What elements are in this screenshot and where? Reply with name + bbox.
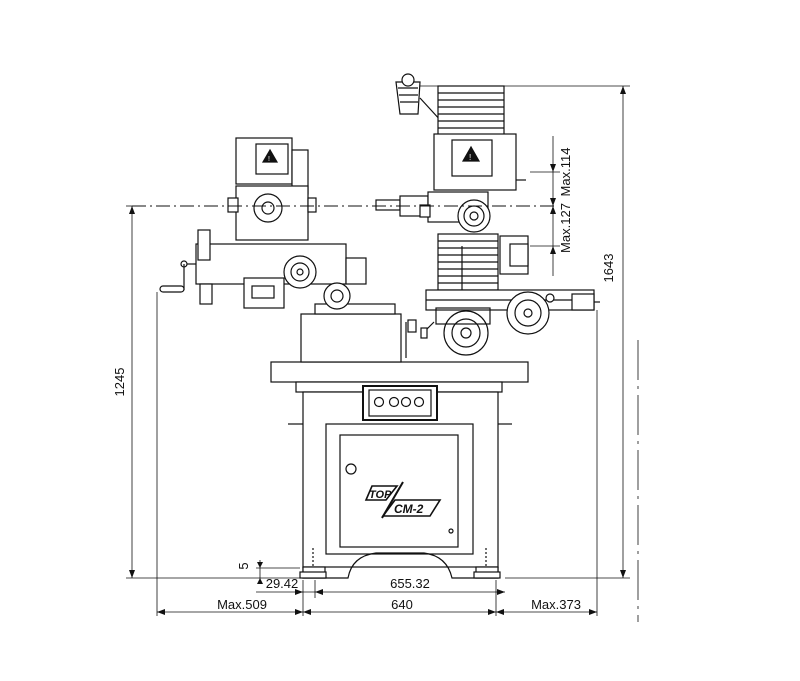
dim-foot-offset-vertical: 5	[236, 562, 251, 569]
warning-triangle-icon	[461, 145, 481, 162]
machine-stand: TOP CM-2	[270, 361, 529, 579]
right-grinding-head: !	[375, 73, 600, 356]
svg-text:!: !	[268, 156, 270, 163]
dim-total-height: 1643	[601, 254, 616, 283]
dim-base-inner-width: 655.32	[390, 576, 430, 591]
central-column	[300, 303, 417, 363]
brand-logo: TOP CM-2	[364, 481, 442, 519]
left-work-head: !	[159, 137, 367, 310]
dimension-lines	[126, 85, 639, 622]
dimension-labels: 1643 1245 Max.114 Max.127 5 29.42 655.32…	[112, 148, 616, 612]
svg-text:!: !	[469, 153, 471, 162]
warning-triangle-icon	[261, 148, 279, 163]
dim-foot-offset-horizontal: 29.42	[266, 576, 299, 591]
dim-base-width: 640	[391, 597, 413, 612]
dim-left-overhang: Max.509	[217, 597, 267, 612]
work-lamp	[395, 73, 443, 123]
model-name: CM-2	[394, 502, 424, 516]
brand-name: TOP	[369, 489, 392, 501]
dim-max-127: Max.127	[558, 203, 573, 253]
top-bellows	[437, 85, 505, 137]
lower-bellows	[437, 233, 499, 291]
dim-right-overhang: Max.373	[531, 597, 581, 612]
dim-max-114: Max.114	[558, 148, 573, 197]
dim-table-height: 1245	[112, 368, 127, 397]
